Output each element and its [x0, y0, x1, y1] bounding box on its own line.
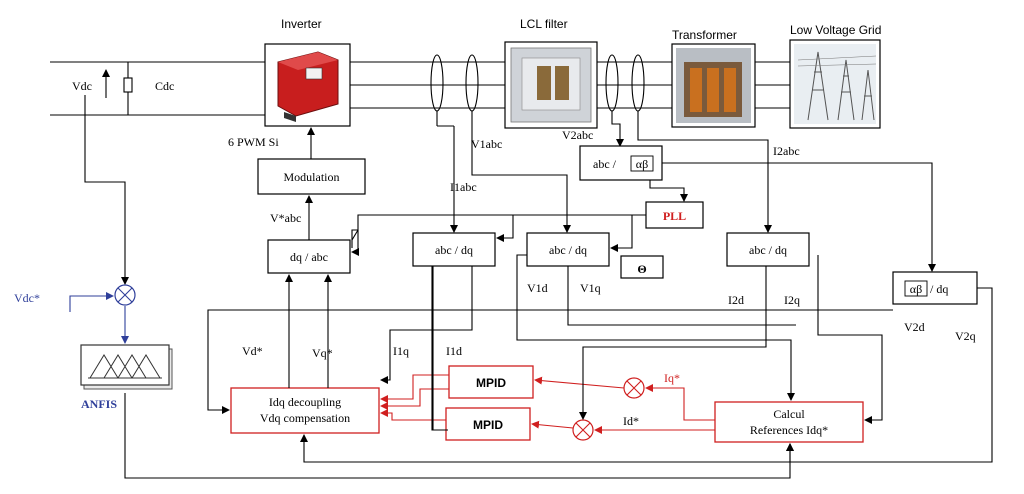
theta-distribution-wires: [351, 214, 646, 256]
cdc-label: Cdc: [155, 79, 174, 93]
calcul-references-block: [714, 401, 864, 443]
inverter-image: [264, 43, 351, 127]
calcul-line1: Calcul: [773, 407, 805, 421]
idq-decoupling-line1: Idq decoupling: [269, 395, 341, 409]
i1d-label: I1d: [446, 344, 462, 358]
pll-block: [645, 201, 704, 229]
abc-dq-i1-block: [412, 232, 496, 267]
abc-dq-i2-block: [726, 232, 810, 267]
abc-dq-i1-label: abc / dq: [435, 243, 473, 257]
i1abc-label: I1abc: [450, 180, 477, 194]
voltage-sensor-2: [605, 54, 619, 112]
abc-dq-v1-block: [526, 232, 610, 267]
vd-star-label: Vd*: [242, 344, 263, 358]
sum-junction-iq: [623, 377, 645, 399]
feedback-wires: [207, 254, 993, 463]
v2d-label: V2d: [904, 320, 925, 334]
transformer-title: Transformer: [672, 28, 737, 42]
pll-label: PLL: [663, 209, 686, 223]
v1q-label: V1q: [580, 281, 601, 295]
grid-title: Low Voltage Grid: [790, 23, 881, 37]
inverter-title: Inverter: [281, 17, 322, 31]
alphabeta-dq-label-left: αβ: [910, 282, 922, 296]
v1abc-label: V1abc: [471, 137, 502, 151]
red-control-wires: [380, 374, 715, 434]
pwm-label: 6 PWM Si: [228, 135, 279, 149]
anfis-label: ANFIS: [81, 397, 117, 411]
vdc-label: Vdc: [72, 79, 92, 93]
vdc-loop-wires: [69, 95, 794, 479]
theta-block: [620, 255, 664, 279]
mpid-bottom-label: MPID: [473, 418, 503, 432]
vdc-sum-junction: [114, 284, 136, 306]
voltage-sensor-1: [465, 54, 479, 112]
i2abc-label: I2abc: [773, 144, 800, 158]
alphabeta-to-ab-dq-wire: [662, 162, 936, 272]
v2abc-label: V2abc: [562, 128, 593, 142]
vabc-star-label: V*abc: [270, 211, 301, 225]
iq-star-label: Iq*: [664, 371, 680, 385]
i1q-label: I1q: [393, 344, 409, 358]
sensor-feedback-wires: [436, 111, 772, 233]
vq-star-label: Vq*: [312, 346, 333, 360]
dq-abc-block: [267, 239, 351, 274]
theta-label: Θ: [637, 262, 646, 276]
alphabeta-dq-inner-box: [904, 280, 928, 297]
alphabeta-to-pll-wire: [649, 180, 688, 202]
vdc-star-label: Vdc*: [14, 291, 40, 305]
v1d-label: V1d: [527, 281, 548, 295]
id-star-label: Id*: [623, 414, 639, 428]
abc-dq-i2-label: abc / dq: [749, 243, 787, 257]
dc-bus: [50, 61, 265, 116]
dq-abc-label: dq / abc: [290, 250, 328, 264]
i2d-label: I2d: [728, 293, 744, 307]
calcul-line2: References Idq*: [750, 423, 828, 437]
anfis-block: [80, 344, 173, 390]
grid-image: [789, 39, 881, 129]
mpid-bottom-block: [445, 407, 531, 441]
abc-alphabeta-label-left: abc /: [593, 157, 617, 171]
lcl-filter-title: LCL filter: [520, 17, 568, 31]
abc-dq-v1-label: abc / dq: [549, 243, 587, 257]
idq-decoupling-line2: Vdq compensation: [260, 411, 350, 425]
idq-decoupling-block: [230, 387, 380, 434]
i2q-label: I2q: [784, 293, 800, 307]
current-sensor-2: [631, 54, 645, 112]
alphabeta-dq-label-right: / dq: [930, 282, 948, 296]
current-sensor-1: [430, 54, 444, 112]
v2q-label: V2q: [955, 329, 976, 343]
modulation-label: Modulation: [284, 170, 340, 184]
alphabeta-inner-box: [630, 155, 654, 172]
lcl-filter-image: [504, 41, 598, 129]
abc-alphabeta-label-right: αβ: [636, 157, 648, 171]
mpid-top-block: [448, 365, 534, 399]
sum-junction-id: [572, 419, 594, 441]
transformer-image: [671, 43, 756, 128]
mpid-top-label: MPID: [476, 376, 506, 390]
